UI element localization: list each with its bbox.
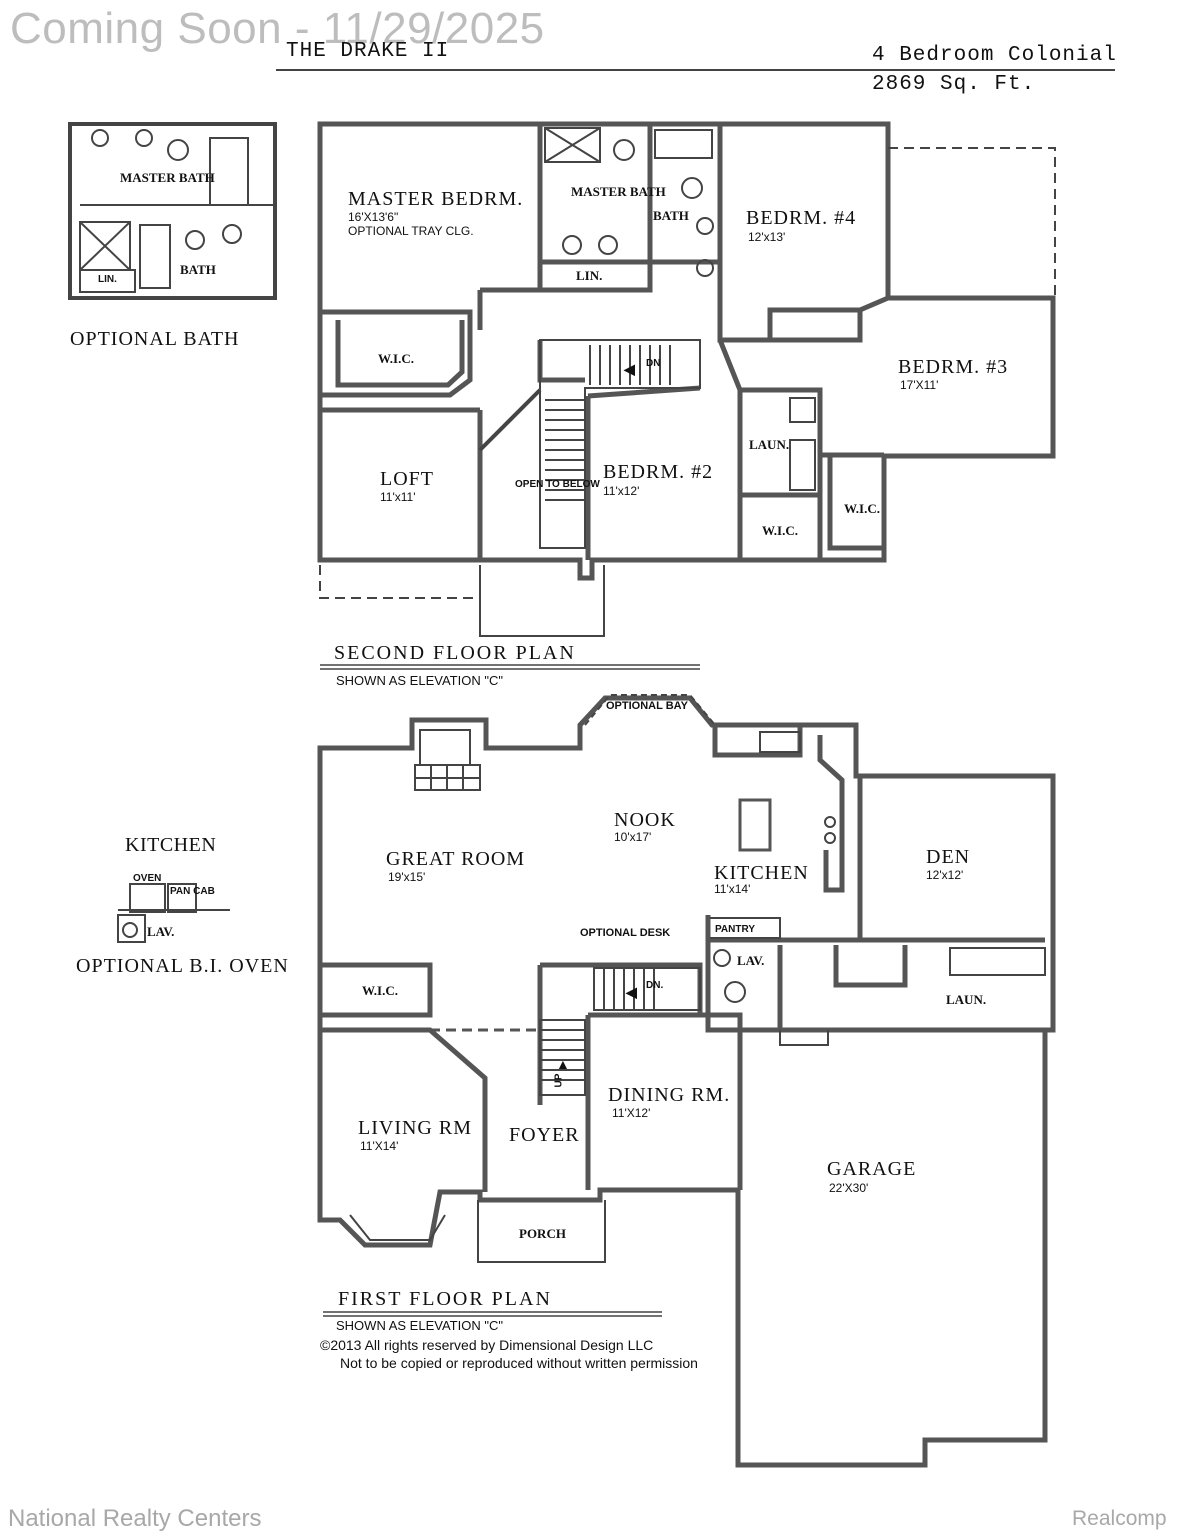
bedroom-4-size: 12'x13' — [748, 230, 786, 244]
bedroom-3-label: BEDRM. #3 — [898, 356, 1009, 378]
master-bedroom-note: OPTIONAL TRAY CLG. — [348, 224, 474, 238]
optional-bath-lin-label: LIN. — [98, 274, 117, 285]
pantry-label: PANTRY — [715, 924, 755, 935]
garage-size: 22'X30' — [829, 1181, 869, 1195]
second-floor-plan-subtitle: SHOWN AS ELEVATION "C" — [336, 673, 503, 688]
master-bedroom-size: 16'X13'6" — [348, 210, 399, 224]
bedroom-3-wic-label: W.I.C. — [844, 501, 881, 516]
footer-realcomp: Realcomp — [1072, 1507, 1167, 1530]
optional-desk-label: OPTIONAL DESK — [580, 927, 671, 939]
garage-label: GARAGE — [827, 1158, 917, 1180]
stair-up-arrow-icon: ▲ — [556, 1056, 570, 1072]
first-floor-plan-title: FIRST FLOOR PLAN — [338, 1288, 552, 1310]
loft-size: 11'x11' — [380, 490, 416, 504]
first-floor-plan-subtitle: SHOWN AS ELEVATION "C" — [336, 1318, 503, 1333]
optional-oven-lav-label: LAV. — [147, 924, 175, 939]
second-floor-bath-label: BATH — [653, 208, 689, 223]
bedroom-2-wic-label: W.I.C. — [762, 523, 799, 538]
first-floor-stair-arrow-icon: ◀ — [626, 984, 637, 1000]
plan-area: 2869 Sq. Ft. — [872, 73, 1036, 96]
bedroom-2-label: BEDRM. #2 — [603, 461, 714, 483]
optional-bath-master-bath-label: MASTER BATH — [120, 170, 215, 185]
foyer-label: FOYER — [509, 1124, 580, 1146]
bedroom-4-label: BEDRM. #4 — [746, 207, 857, 229]
master-bedroom-label: MASTER BEDRM. — [348, 188, 524, 210]
stair-up-label: UP — [553, 1073, 565, 1088]
nook-size: 10'x17' — [614, 830, 652, 844]
second-floor-stair-dn-label: DN — [646, 358, 661, 369]
copyright-line-1: ©2013 All rights reserved by Dimensional… — [320, 1337, 654, 1353]
second-floor-plan-title: SECOND FLOOR PLAN — [334, 642, 576, 664]
nook-label: NOOK — [614, 809, 676, 831]
optional-bath-title: OPTIONAL BATH — [70, 328, 240, 350]
first-floor-outline — [317, 695, 1056, 1468]
plan-name: THE DRAKE II — [286, 40, 450, 63]
plan-type: 4 Bedroom Colonial — [872, 44, 1117, 67]
dining-room-size: 11'X12' — [612, 1106, 651, 1120]
master-wic-label: W.I.C. — [378, 351, 415, 366]
footer-brokerage: National Realty Centers — [8, 1505, 262, 1532]
optional-bath-bath-label: BATH — [180, 262, 216, 277]
optional-oven-title: OPTIONAL B.I. OVEN — [76, 955, 289, 977]
stair-arrow-icon: ◀ — [624, 361, 635, 377]
loft-label: LOFT — [380, 468, 434, 490]
first-floor-laundry-label: LAUN. — [946, 992, 987, 1007]
copyright-line-2: Not to be copied or reproduced without w… — [340, 1355, 698, 1371]
second-floor-laundry-label: LAUN. — [749, 437, 790, 452]
second-floor-master-bath-label: MASTER BATH — [571, 184, 666, 199]
second-floor-lin-label: LIN. — [576, 268, 603, 283]
pan-cab-label: PAN CAB — [170, 886, 215, 897]
kitchen-label: KITCHEN — [714, 862, 809, 884]
living-room-label: LIVING RM — [358, 1117, 472, 1139]
open-to-below-label: OPEN TO BELOW — [515, 479, 600, 490]
bedroom-2-size: 11'x12' — [603, 484, 640, 498]
den-size: 12'x12' — [926, 868, 964, 882]
great-room-label: GREAT ROOM — [386, 848, 526, 870]
living-room-size: 11'X14' — [360, 1139, 399, 1153]
first-floor-lav-label: LAV. — [737, 953, 765, 968]
optional-bay-label: OPTIONAL BAY — [606, 700, 688, 712]
first-floor-stair-dn-label: DN. — [646, 980, 664, 991]
oven-label: OVEN — [133, 873, 162, 884]
porch-label: PORCH — [519, 1226, 566, 1241]
dining-room-label: DINING RM. — [608, 1084, 731, 1106]
bedroom-3-size: 17'X11' — [900, 378, 939, 392]
optional-oven-kitchen-label: KITCHEN — [125, 834, 217, 856]
great-room-size: 19'x15' — [388, 870, 426, 884]
coming-soon-watermark: Coming Soon - 11/29/2025 — [10, 4, 545, 53]
first-floor-wic-label: W.I.C. — [362, 983, 399, 998]
kitchen-size: 11'x14' — [714, 882, 751, 896]
den-label: DEN — [926, 846, 971, 868]
